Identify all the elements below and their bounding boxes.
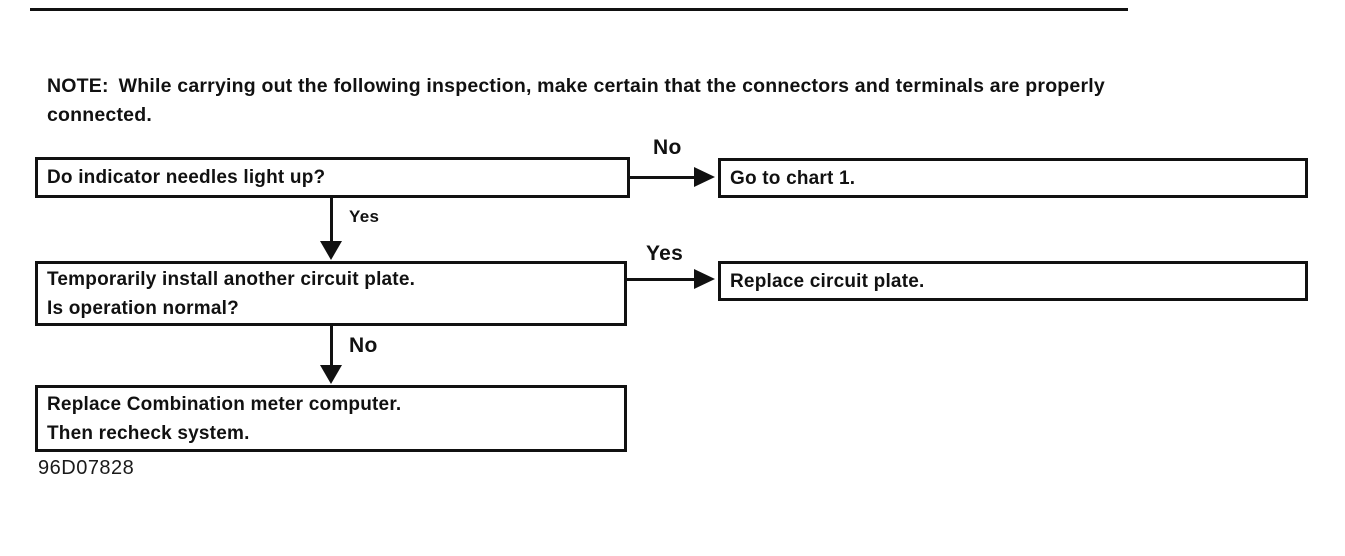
edge-label-no-1: No [653, 136, 682, 159]
edge-line-step2-yes [627, 278, 696, 281]
flow-box-step2: Temporarily install another circuit plat… [35, 261, 627, 326]
flow-box-step2-line2: Is operation normal? [47, 297, 239, 319]
edge-label-yes-1: Yes [349, 207, 380, 226]
flow-box-result1: Go to chart 1. [718, 158, 1308, 198]
flow-box-step3-line2: Then recheck system. [47, 422, 250, 444]
flow-box-step3: Replace Combination meter computer. Then… [35, 385, 627, 452]
edge-label-yes-2: Yes [646, 242, 684, 265]
flow-box-step3-line1: Replace Combination meter computer. [47, 393, 402, 415]
page-top-rule [30, 8, 1128, 11]
edge-line-step1-yes [330, 197, 333, 244]
flow-box-step1: Do indicator needles light up? [35, 157, 630, 198]
edge-line-step2-no [330, 326, 333, 368]
figure-id: 96D07828 [38, 457, 135, 479]
note-text: NOTE: While carrying out the following in… [47, 72, 1277, 130]
edge-label-no-2: No [349, 334, 378, 357]
note-body-line1: While carrying out the following inspect… [118, 75, 1105, 97]
note-label: NOTE: [47, 75, 109, 97]
arrow-right-icon [694, 269, 715, 289]
flow-box-result2-text: Replace circuit plate. [730, 270, 925, 292]
arrow-down-icon [320, 241, 342, 260]
flow-box-result2: Replace circuit plate. [718, 261, 1308, 301]
flow-box-step1-text: Do indicator needles light up? [47, 167, 326, 188]
flow-box-result1-text: Go to chart 1. [730, 167, 856, 189]
arrow-down-icon [320, 365, 342, 384]
edge-line-step1-no [630, 176, 696, 179]
note-body-line2: connected. [47, 104, 152, 126]
arrow-right-icon [694, 167, 715, 187]
flow-box-step2-line1: Temporarily install another circuit plat… [47, 268, 416, 290]
